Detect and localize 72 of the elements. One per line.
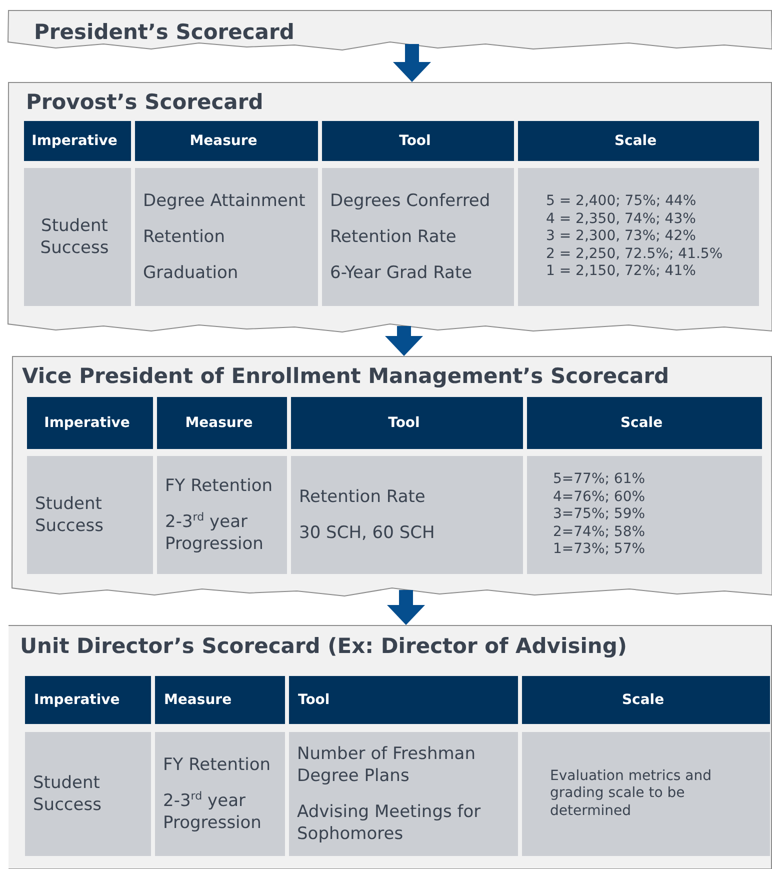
table-header-cell	[27, 397, 153, 449]
cell-text: Student Success	[39, 214, 110, 260]
table-cell	[155, 732, 285, 856]
cell-text: Retention Rate	[330, 226, 456, 248]
table-cell	[135, 168, 318, 306]
cell-text: Graduation	[143, 262, 238, 284]
column-header: Tool	[298, 692, 330, 708]
table-header-cell	[518, 121, 759, 161]
table-header-cell	[291, 397, 523, 449]
cell-text: 2-3$^{rd}$ year Progression	[163, 790, 262, 834]
table-header-cell	[135, 121, 318, 161]
column-header: Imperative	[34, 692, 120, 708]
scorecard-title: Vice President of Enrollment Management’s Scorecard	[22, 364, 670, 388]
scale-text: 2=74%; 58%	[553, 524, 646, 542]
column-header: Measure	[164, 692, 232, 708]
scale-text: 5=77%; 61%	[553, 471, 646, 489]
table-cell	[527, 456, 762, 574]
table-cell	[27, 456, 153, 574]
table-header-cell	[155, 676, 285, 724]
table-header-cell	[289, 676, 518, 724]
scale-text: 4 = 2,350, 74%; 43%	[546, 210, 696, 228]
table-cell	[289, 732, 518, 856]
scale-text: 1=73%; 57%	[553, 541, 646, 559]
column-header: Scale	[614, 133, 657, 149]
scale-text: Evaluation metrics and grading scale to be determined	[550, 768, 712, 820]
cell-text: 30 SCH, 60 SCH	[299, 522, 435, 544]
cell-text: Number of Freshman Degree Plans	[297, 742, 476, 787]
scorecard-title: Unit Director’s Scorecard (Ex: Director of Advising)	[20, 634, 627, 658]
table-cell	[522, 732, 770, 856]
cell-text: Retention Rate	[299, 486, 426, 508]
table-header-cell	[527, 397, 762, 449]
cell-text: 6-Year Grad Rate	[330, 262, 472, 284]
scale-text: 2 = 2,250, 72.5%; 41.5%	[546, 246, 723, 264]
scorecard-panel	[12, 356, 772, 596]
table-header-cell	[322, 121, 514, 161]
table-cell	[24, 168, 131, 306]
cell-text: FY Retention	[163, 754, 271, 776]
table-header-cell	[24, 121, 131, 161]
scale-text: 3=75%; 59%	[553, 506, 646, 524]
scale-text: 1 = 2,150, 72%; 41%	[546, 263, 696, 281]
scorecard-title: President’s Scorecard	[34, 20, 294, 44]
column-header: Imperative	[44, 415, 130, 431]
column-header: Scale	[622, 692, 664, 708]
scale-text: 5 = 2,400; 75%; 44%	[546, 193, 696, 211]
scorecard-title: Provost’s Scorecard	[26, 90, 264, 114]
column-header: Scale	[620, 415, 663, 431]
cell-text: Retention	[143, 226, 225, 248]
scorecard-panel	[8, 625, 772, 869]
table-header-cell	[25, 676, 151, 724]
scale-text: 4=76%; 60%	[553, 488, 646, 506]
cell-text: Degrees Conferred	[330, 190, 490, 212]
column-header: Tool	[388, 415, 420, 431]
table-header-cell	[157, 397, 287, 449]
table-cell	[157, 456, 287, 574]
cell-text: Advising Meetings for Sophomores	[297, 801, 482, 846]
table-cell	[291, 456, 523, 574]
table-header-cell	[522, 676, 770, 724]
table-cell	[518, 168, 759, 306]
cell-text: Degree Attainment	[143, 190, 306, 212]
scorecard-panel	[8, 82, 772, 332]
column-header: Measure	[185, 415, 253, 431]
column-header: Measure	[190, 133, 258, 149]
column-header: Tool	[399, 133, 431, 149]
cell-text: 2-3$^{rd}$ year Progression	[165, 510, 264, 556]
scale-text: 3 = 2,300, 73%; 42%	[546, 228, 696, 246]
table-cell	[322, 168, 514, 306]
cell-text: Student Success	[33, 772, 102, 816]
scorecard-panel	[8, 10, 772, 50]
table-cell	[25, 732, 151, 856]
cell-text: FY Retention	[165, 474, 273, 497]
cell-text: Student Success	[35, 492, 104, 538]
column-header: Imperative	[32, 133, 118, 149]
